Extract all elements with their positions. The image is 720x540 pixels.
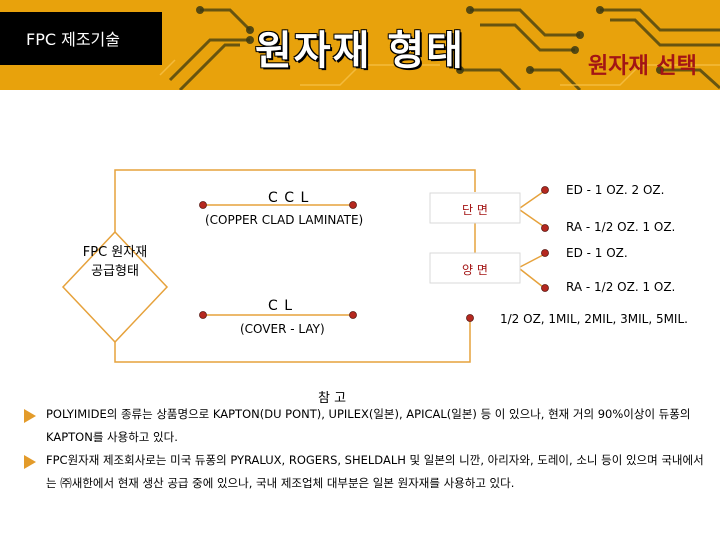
note-text: FPC원자재 제조회사로는 미국 듀퐁의 PYRALUX, ROGERS, SH…	[46, 453, 704, 490]
single-label: 단 면	[462, 203, 488, 217]
double-ed-dot	[541, 249, 549, 257]
connector-double-ed	[519, 254, 544, 268]
cl-dot-left	[199, 311, 207, 319]
page-subtitle: 원자재 선택	[588, 54, 697, 79]
single-ra-dot	[541, 224, 549, 232]
cl-title: C L	[268, 298, 294, 314]
header-left-label: FPC 제조기술	[26, 30, 120, 49]
cl-desc: (COVER - LAY)	[240, 322, 325, 336]
header-label-box: FPC 제조기술	[0, 12, 162, 65]
ccl-dot-left	[199, 201, 207, 209]
double-label: 양 면	[462, 263, 488, 277]
connector-bottom	[114, 318, 471, 363]
single-opt-ed: ED - 1 OZ. 2 OZ.	[566, 183, 665, 197]
ccl-dot-right	[349, 201, 357, 209]
root-label: FPC 원자재 공급형태	[82, 245, 148, 279]
cl-spec-dot	[466, 314, 474, 322]
single-ed-dot	[541, 186, 549, 194]
note-item: FPC원자재 제조회사로는 미국 듀퐁의 PYRALUX, ROGERS, SH…	[24, 449, 712, 495]
triangle-bullet-icon	[24, 409, 36, 423]
connector-double-ra	[519, 268, 544, 288]
connector-single-ed	[519, 191, 544, 209]
circuit-pattern	[159, 6, 720, 90]
single-opt-ra: RA - 1/2 OZ. 1 OZ.	[566, 220, 676, 234]
page-title: 원자재 형태	[255, 28, 465, 74]
double-opt-ra: RA - 1/2 OZ. 1 OZ.	[566, 280, 676, 294]
ccl-desc: (COPPER CLAD LAMINATE)	[205, 213, 364, 227]
cl-dot-right	[349, 311, 357, 319]
double-ra-dot	[541, 284, 549, 292]
note-text: POLYIMIDE의 종류는 상품명으로 KAPTON(DU PONT), UP…	[46, 407, 691, 444]
notes-heading: 참 고	[318, 391, 347, 406]
note-item: POLYIMIDE의 종류는 상품명으로 KAPTON(DU PONT), UP…	[24, 403, 712, 449]
connector-single-ra	[519, 209, 544, 227]
supply-form-diagram	[61, 169, 549, 363]
ccl-title: C C L	[268, 190, 310, 206]
cl-spec: 1/2 OZ, 1MIL, 2MIL, 3MIL, 5MIL.	[500, 312, 688, 326]
root-diamond	[61, 230, 169, 344]
double-box	[429, 252, 521, 284]
triangle-bullet-icon	[24, 455, 36, 469]
header-banner: FPC 제조기술 원자재 형태 원자재 선택	[0, 0, 720, 90]
double-opt-ed: ED - 1 OZ.	[566, 246, 628, 260]
connector-top	[114, 169, 476, 232]
single-box	[429, 192, 521, 224]
notes-list: POLYIMIDE의 종류는 상품명으로 KAPTON(DU PONT), UP…	[24, 403, 712, 495]
